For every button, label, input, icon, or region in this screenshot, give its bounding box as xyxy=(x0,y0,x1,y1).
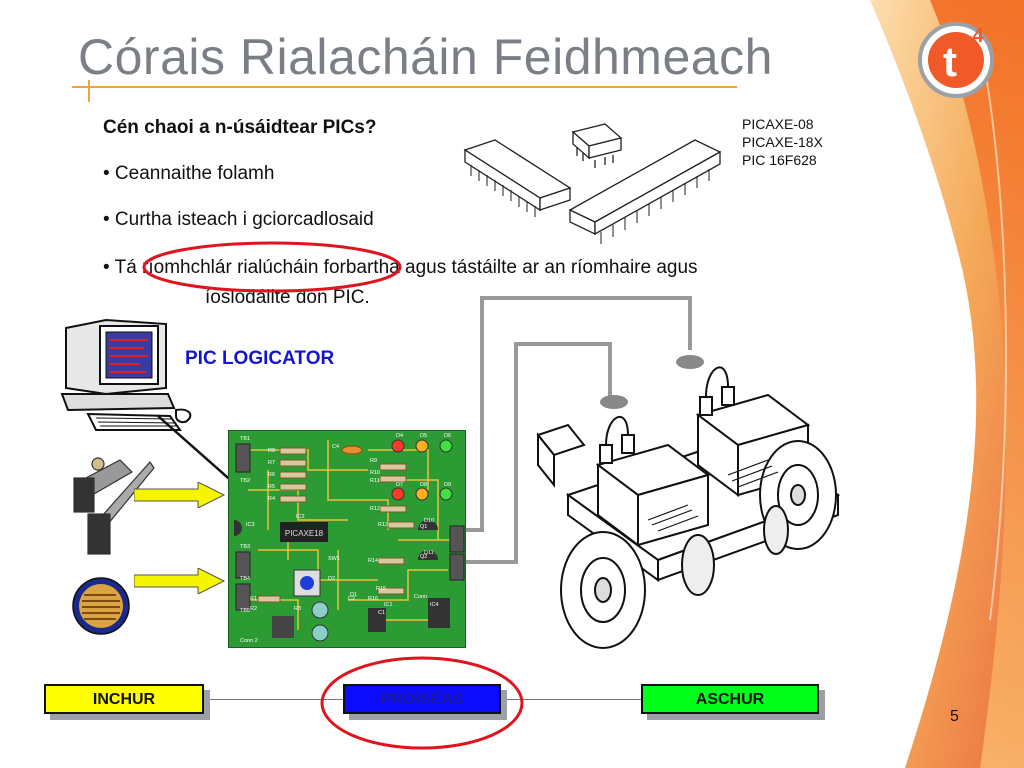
chip-8pin xyxy=(571,123,623,168)
board-silkscreen-label: R5 xyxy=(268,484,275,490)
logo-superscript: 4 xyxy=(972,25,984,47)
board-silkscreen-label: R8 xyxy=(268,448,275,454)
process-highlight-ellipse xyxy=(320,656,524,750)
board-silkscreen-label: C2 xyxy=(348,596,355,602)
board-silkscreen-label: D8 xyxy=(420,482,427,488)
board-silkscreen-label: R13 xyxy=(378,522,388,528)
bullet-1: • Ceannaithe folamh xyxy=(103,163,275,184)
board-silkscreen-label: D7 xyxy=(396,482,403,488)
board-silkscreen-label: TB2 xyxy=(240,478,250,484)
board-silkscreen-label: D1 xyxy=(350,592,357,598)
pic-logicator-label: PIC LOGICATOR xyxy=(185,348,335,369)
title-tick xyxy=(88,80,90,102)
board-silkscreen-label: Q2 xyxy=(420,554,427,560)
board-silkscreen-label: D9 xyxy=(444,482,451,488)
bullet-2: • Curtha isteach i gciorcadlosaid xyxy=(103,209,374,230)
board-silkscreen-label: R7 xyxy=(268,460,275,466)
input-arrow-1 xyxy=(134,482,226,508)
board-silkscreen-label: TB4 xyxy=(240,576,250,582)
question-heading: Cén chaoi a n-úsáidtear PICs? xyxy=(103,117,377,138)
board-chip-label: PICAXE18 xyxy=(285,529,324,538)
board-silkscreen-label: R1 xyxy=(250,596,257,602)
board-silkscreen-label: D6 xyxy=(444,433,451,439)
board-silkscreen-label: R2 xyxy=(250,606,257,612)
ic-chips-illustration xyxy=(463,123,722,244)
board-silkscreen-label: R3 xyxy=(294,606,301,612)
robot-vehicle-illustration xyxy=(536,355,841,649)
output-box: ASCHUR xyxy=(641,684,819,714)
page-title: Córais Rialacháin Feidhmeach xyxy=(78,29,773,85)
board-silkscreen-label: TB5 xyxy=(240,608,250,614)
board-silkscreen-label: R12 xyxy=(370,506,380,512)
board-silkscreen-label: TB1 xyxy=(240,436,250,442)
flow-connector-1 xyxy=(204,699,343,700)
computer-illustration xyxy=(60,318,192,431)
chip-name: PICAXE-08 xyxy=(742,116,814,132)
bullet-3-continued: íoslódáilte don PIC. xyxy=(205,287,370,308)
page-number: 5 xyxy=(950,708,959,725)
ldr-sensor xyxy=(72,577,130,635)
board-silkscreen-label: TB3 xyxy=(240,544,250,550)
input-box: INCHUR xyxy=(44,684,204,714)
board-silkscreen-label: C1 xyxy=(378,610,385,616)
board-silkscreen-label: Conn 2 xyxy=(240,638,258,644)
board-silkscreen-label: SW1 xyxy=(328,556,340,562)
board-silkscreen-label: D5 xyxy=(420,433,427,439)
board-silkscreen-label: R6 xyxy=(268,472,275,478)
process-box: PROISÉAS xyxy=(343,684,501,714)
board-silkscreen-label: R11 xyxy=(370,478,380,484)
board-silkscreen-label: C4 xyxy=(332,444,339,450)
board-silkscreen-label: R9 xyxy=(370,458,377,464)
board-silkscreen-label: Conn xyxy=(414,594,427,600)
board-silkscreen-label: R4 xyxy=(268,496,275,502)
chip-18pin xyxy=(463,139,572,217)
board-silkscreen-label: D4 xyxy=(396,433,403,439)
input-arrow-2 xyxy=(134,568,226,594)
board-silkscreen-label: R10 xyxy=(370,470,380,476)
board-silkscreen-label: R14 xyxy=(368,558,378,564)
board-silkscreen-label: D2 xyxy=(328,576,335,582)
chip-large xyxy=(568,139,722,244)
chip-list: PICAXE-08 PICAXE-18X PIC 16F628 xyxy=(742,115,823,169)
highlight-ellipse xyxy=(142,241,402,293)
board-silkscreen-label: IC3 xyxy=(246,522,255,528)
board-silkscreen-label: D11 xyxy=(424,550,434,556)
board-silkscreen-label: IC2 xyxy=(296,514,305,520)
board-silkscreen-label: Q1 xyxy=(420,524,427,530)
flow-connector-2 xyxy=(501,699,641,700)
micro-switch-sensors xyxy=(73,457,155,555)
logo-letter: t xyxy=(943,38,957,85)
board-silkscreen-label: IC1 xyxy=(384,602,393,608)
motor-wires xyxy=(466,296,692,564)
chip-name: PIC 16F628 xyxy=(742,152,817,168)
board-silkscreen-label: IC4 xyxy=(430,602,439,608)
board-silkscreen-label: D10 xyxy=(424,518,434,524)
board-silkscreen-label: R16 xyxy=(368,596,378,602)
t4-logo: t 4 xyxy=(918,22,994,98)
chip-name: PICAXE-18X xyxy=(742,134,823,150)
title-underline xyxy=(72,86,737,88)
board-silkscreen-label: R15 xyxy=(376,586,386,592)
